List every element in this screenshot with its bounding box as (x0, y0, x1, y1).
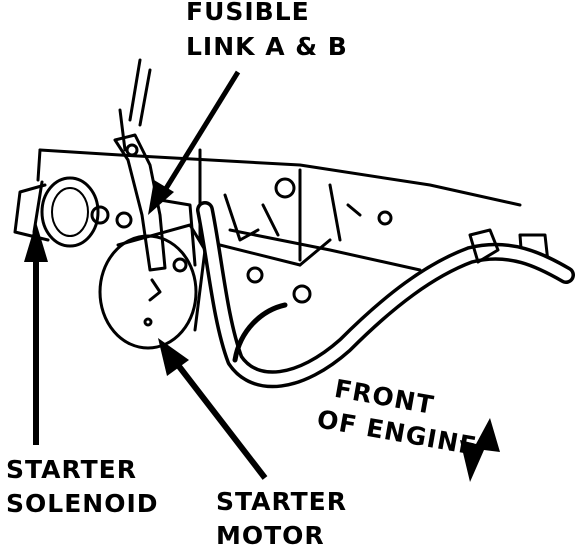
starter-motor-label: STARTER MOTOR (216, 487, 347, 550)
front-direction-arrow (460, 418, 500, 482)
fusible-link-label-line2: LINK A & B (186, 32, 348, 61)
wiring-harness (196, 201, 575, 389)
fusible-link-bracket (113, 133, 197, 273)
engine-block-outline (36, 58, 522, 272)
fusible-link-label: FUSIBLE LINK A & B (186, 0, 348, 61)
engine-bolts (223, 177, 550, 304)
front-of-engine-label: FRONT OF ENGINE (315, 374, 479, 461)
starter-solenoid-label-line1: STARTER (6, 455, 137, 484)
starter-solenoid-drawing (13, 176, 133, 248)
fusible-link-label-line1: FUSIBLE (186, 0, 310, 26)
starter-motor-label-line2: MOTOR (216, 521, 325, 550)
starter-motor-drawing (98, 223, 207, 350)
starter-motor-label-line1: STARTER (216, 487, 347, 516)
leader-arrows (24, 70, 500, 482)
starter-solenoid-label: STARTER SOLENOID (6, 455, 159, 518)
starter-solenoid-label-line2: SOLENOID (6, 489, 159, 518)
